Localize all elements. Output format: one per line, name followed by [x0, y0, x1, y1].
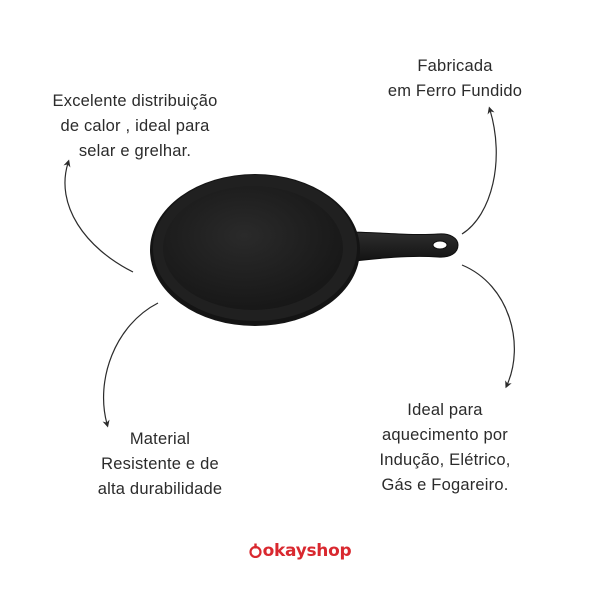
brand-logo-text: okayshop: [262, 541, 352, 561]
brand-mark-icon: [249, 543, 262, 563]
callout-heat-sources: Ideal para aquecimento por Indução, Elét…: [345, 398, 545, 498]
callout-line: em Ferro Fundido: [387, 82, 523, 100]
arrow-top-right: [461, 106, 497, 235]
callout-line: Material: [129, 430, 191, 448]
callout-line: Indução, Elétrico,: [379, 451, 511, 469]
arrow-bottom-right: [461, 264, 515, 389]
callout-line: de calor , ideal para: [60, 117, 210, 135]
callout-line: aquecimento por: [382, 426, 508, 444]
callout-line: selar e grelhar.: [78, 142, 192, 160]
callout-durability: Material Resistente e de alta durabilida…: [60, 427, 260, 502]
callout-material-cast-iron: Fabricada em Ferro Fundido: [370, 54, 540, 104]
arrow-top-left: [63, 159, 134, 273]
callout-line: Excelente distribuição: [52, 92, 218, 110]
brand-logo: okayshop: [0, 541, 600, 563]
callout-heat-distribution: Excelente distribuição de calor , ideal …: [30, 89, 240, 164]
callout-line: Ideal para: [407, 401, 483, 419]
callout-line: Fabricada: [417, 57, 493, 75]
callout-line: Gás e Fogareiro.: [381, 476, 509, 494]
griddle-pan-icon: [150, 174, 459, 326]
callout-line: alta durabilidade: [97, 480, 223, 498]
arrow-bottom-left: [102, 302, 159, 428]
callout-line: Resistente e de: [101, 455, 219, 473]
